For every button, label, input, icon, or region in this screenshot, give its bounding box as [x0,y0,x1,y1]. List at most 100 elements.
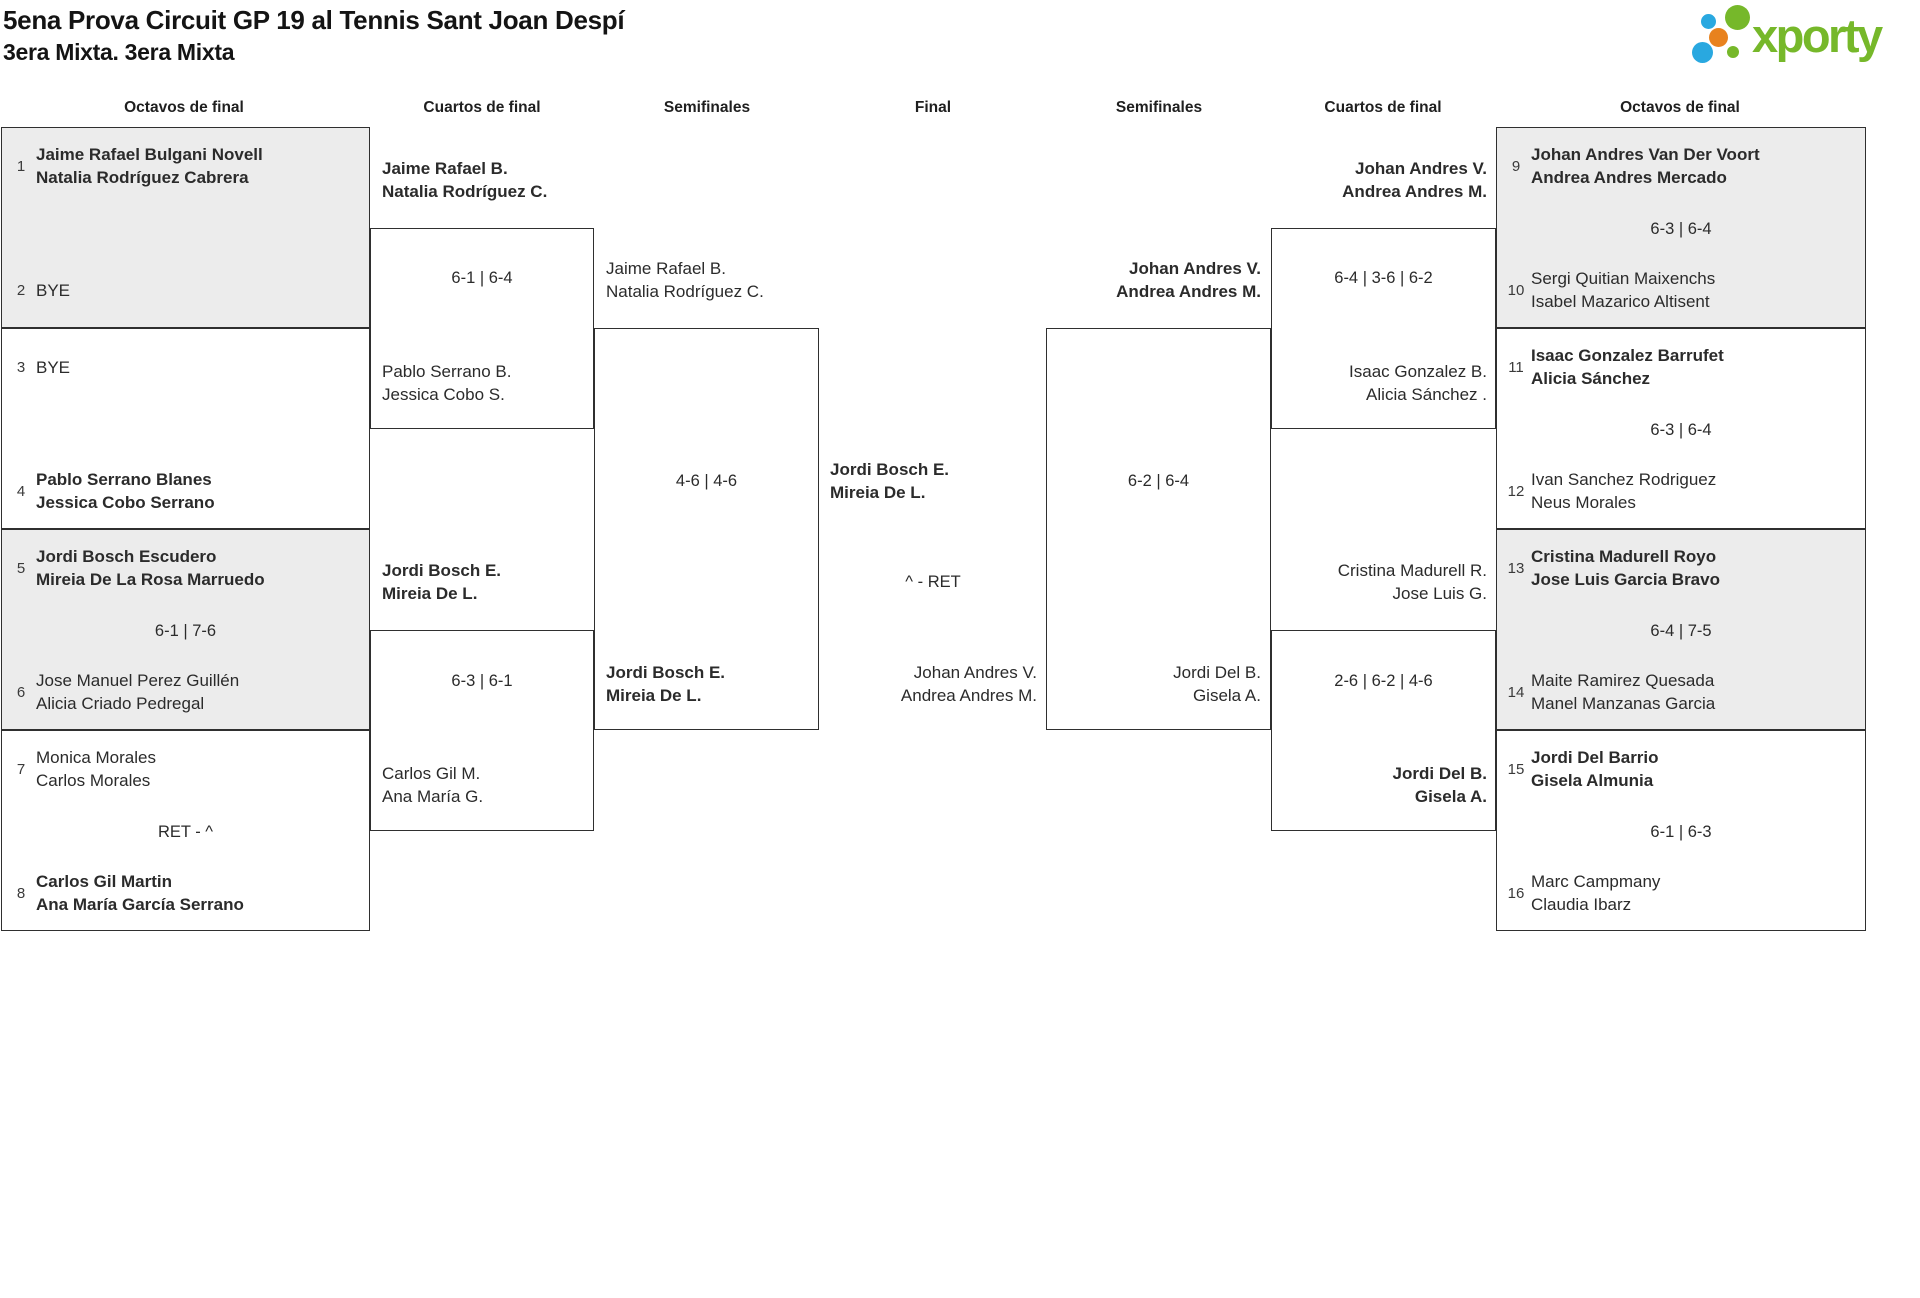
seed-number: 9 [1511,157,1521,175]
seed-number: 12 [1507,482,1525,500]
team-slot: 3 BYE [2,339,369,395]
match-score: RET - ^ [157,823,214,841]
team-names: BYE [36,280,71,300]
match-score: 6-3 | 6-4 [1650,220,1712,238]
final-score: ^ - RET [905,573,961,591]
sf-left-top-team: Jaime Rafael B.Natalia Rodríguez C. [606,259,764,301]
seed-number: 15 [1507,760,1525,778]
qf-left-box-1 [370,228,594,429]
qf-right-1-bottom-team: Isaac Gonzalez B.Alicia Sánchez . [1349,362,1487,404]
qf-right-2-top-team: Cristina Madurell R.Jose Luis G. [1337,561,1487,603]
qf-left-2-score: 6-3 | 6-1 [451,672,513,690]
logo-dot-blue-large [1692,42,1713,63]
round-header-cuartos-left: Cuartos de final [423,99,541,116]
sf-right-top-team: Johan Andres V.Andrea Andres M. [1116,259,1261,301]
logo-dot-orange [1709,28,1728,47]
sf-left-bottom-team: Jordi Bosch E.Mireia De L. [606,663,726,705]
seed-number: 16 [1507,884,1525,902]
seed-number: 6 [16,683,26,701]
match-score: 6-3 | 6-4 [1650,421,1712,439]
qf-right-2-bottom-team: Jordi Del B.Gisela A. [1392,764,1487,806]
match-score: 6-4 | 7-5 [1650,622,1712,640]
seed-number: 8 [16,884,26,902]
logo-wordmark: xporty [1752,9,1883,62]
sf-right-box [1046,328,1271,730]
seed-number: 4 [16,482,26,500]
page-title: 5ena Prova Circuit GP 19 al Tennis Sant … [3,5,625,35]
team-names: BYE [36,357,71,377]
round-header-final: Final [914,99,952,116]
final-winner-team: Jordi Bosch E.Mireia De L. [830,460,950,502]
seed-number: 13 [1507,559,1525,577]
sf-left-score: 4-6 | 4-6 [675,472,738,490]
final-runnerup-team: Johan Andres V.Andrea Andres M. [900,663,1037,705]
team-slot: 2 BYE [2,262,369,318]
qf-left-1-score: 6-1 | 6-4 [451,269,513,287]
round-header-octavos-right: Octavos de final [1620,99,1740,116]
round-header-semis-right: Semifinales [1115,99,1203,116]
sf-right-score: 6-2 | 6-4 [1127,472,1190,490]
qf-right-1-top-team: Johan Andres V.Andrea Andres M. [1342,159,1487,201]
match-score: 6-1 | 7-6 [154,622,217,640]
qf-left-box-2 [370,630,594,831]
seed-number: 11 [1508,358,1524,376]
qf-right-2-score: 2-6 | 6-2 | 4-6 [1334,672,1433,690]
seed-number: 10 [1507,281,1525,299]
qf-right-1-score: 6-4 | 3-6 | 6-2 [1334,269,1433,287]
seed-number: 7 [16,760,26,778]
match-score: 6-1 | 6-3 [1650,823,1712,841]
seed-number: 1 [16,157,26,175]
seed-number: 3 [16,358,26,376]
qf-left-1-bottom-team: Pablo Serrano B.Jessica Cobo S. [382,362,512,404]
seed-number: 5 [16,559,26,577]
sf-left-box [594,328,819,730]
xporty-logo: xporty [1690,4,1918,70]
sf-right-bottom-team: Jordi Del B.Gisela A. [1173,663,1261,705]
qf-left-2-bottom-team: Carlos Gil M.Ana María G. [382,764,484,806]
seed-number: 2 [16,281,26,299]
round-header-semis-left: Semifinales [663,99,751,116]
page-subtitle: 3era Mixta. 3era Mixta [3,39,235,65]
logo-dot-green-small [1727,46,1739,58]
qf-left-1-top-team: Jaime Rafael B.Natalia Rodríguez C. [382,159,548,201]
round-header-octavos-left: Octavos de final [124,99,244,116]
round-header-cuartos-right: Cuartos de final [1324,99,1442,116]
qf-right-box-1 [1271,228,1496,429]
